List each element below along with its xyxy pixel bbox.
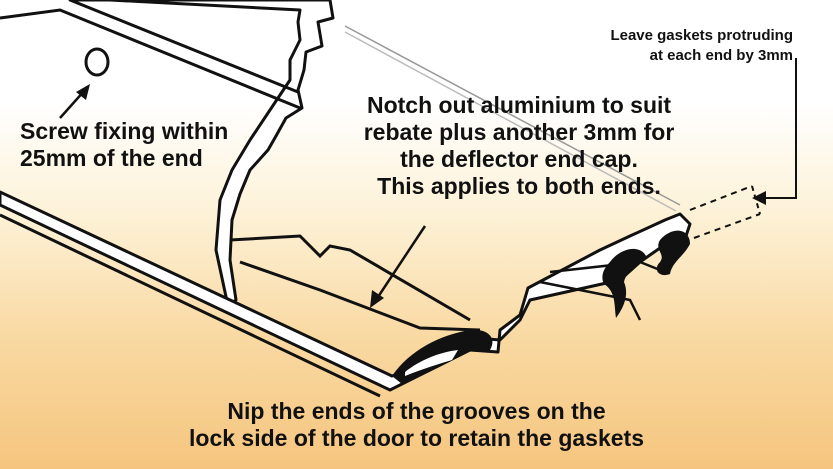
screw-fixing-callout: Screw fixing within 25mm of the end: [20, 118, 228, 172]
notch-line-4: This applies to both ends.: [377, 173, 661, 200]
gasket-line-1: Leave gaskets protruding: [610, 27, 793, 44]
nip-callout: Nip the ends of the grooves on the lock …: [0, 398, 833, 452]
notch-callout: Notch out aluminium to suit rebate plus …: [334, 92, 704, 201]
gasket-rear-2: [656, 230, 690, 276]
notch-line-3: the deflector end cap.: [400, 146, 638, 173]
nip-line-1: Nip the ends of the grooves on the: [227, 398, 606, 424]
gasket-line-2: at each end by 3mm: [649, 46, 793, 64]
notch-line-1: Notch out aluminium to suit: [366, 92, 672, 118]
upper-profile-edge: [0, 8, 301, 110]
screw-fixing-line-2: 25mm of the end: [20, 145, 203, 172]
gasket-rear-1: [602, 248, 646, 318]
gasket-callout: Leave gaskets protruding at each end by …: [610, 26, 793, 65]
nip-line-2: lock side of the door to retain the gask…: [189, 425, 644, 452]
notch-line-2: rebate plus another 3mm for: [363, 119, 675, 146]
screw-fixing-line-1: Screw fixing within: [20, 118, 229, 144]
screw-hole: [84, 47, 110, 77]
